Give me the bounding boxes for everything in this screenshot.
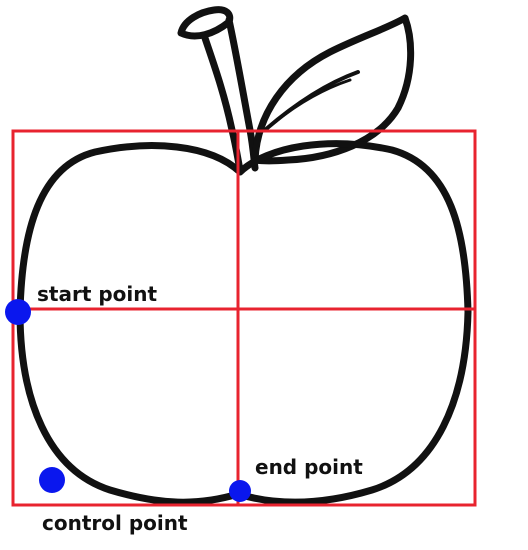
end-point-label: end point	[255, 455, 363, 479]
control-point-marker	[39, 467, 65, 493]
guide-lines	[11, 129, 477, 507]
apple-drawing	[16, 6, 472, 506]
start-point-marker	[5, 299, 31, 325]
control-point-label: control point	[42, 511, 188, 535]
bezier-points	[5, 299, 251, 502]
start-point-label: start point	[37, 282, 157, 306]
apple-leaf	[251, 14, 415, 165]
guide-bounding-box	[11, 129, 477, 507]
apple-leaf-vein-inner	[273, 78, 352, 124]
end-point-marker	[229, 480, 251, 502]
apple-body	[16, 140, 472, 506]
